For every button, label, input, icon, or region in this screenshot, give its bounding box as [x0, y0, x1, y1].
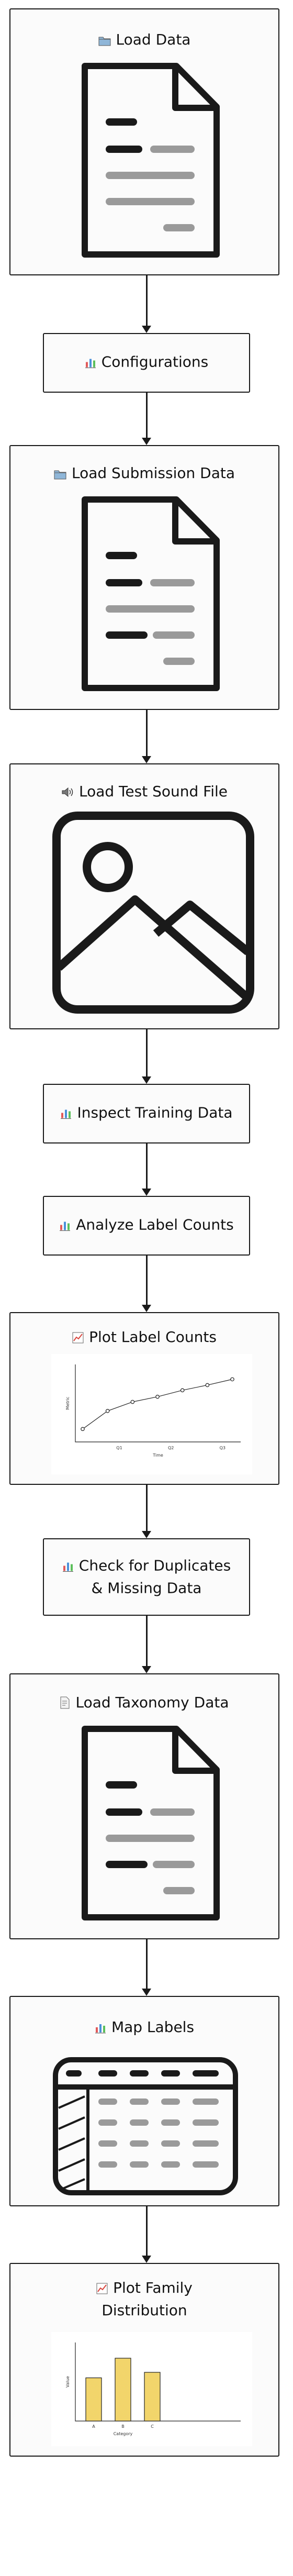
plot-family-line2: Distribution: [102, 2302, 187, 2319]
bar-chart-icon: [60, 1104, 72, 1125]
analyze-label-title: Analyze Label Counts: [44, 1215, 249, 1237]
line-chart-x-tick: Q2: [168, 1446, 174, 1450]
bar-chart-icon: [85, 353, 96, 374]
bar-chart-x-tick: A: [92, 2424, 95, 2429]
bar-chart-x-label: Category: [114, 2431, 133, 2436]
arrow-6: [142, 1256, 151, 1312]
image-placeholder-icon: [52, 812, 254, 1014]
inspect-training-node[interactable]: Inspect Training Data: [43, 1084, 250, 1143]
bar-chart-icon: [62, 1557, 74, 1578]
line-chart-point: [205, 1383, 210, 1387]
arrow-4: [142, 1029, 151, 1084]
document-illustration: [82, 63, 220, 258]
arrow-8: [142, 1616, 151, 1673]
line-chart-icon: [72, 1328, 84, 1349]
load-test-sound-node[interactable]: Load Test Sound File: [9, 763, 279, 1029]
speaker-icon: [61, 783, 74, 804]
line-chart-point: [130, 1400, 135, 1404]
map-labels-title: Map Labels: [10, 2017, 278, 2039]
load-data-node[interactable]: Load Data: [9, 8, 279, 275]
plot-family-title: Plot Family Distribution: [10, 2278, 278, 2321]
line-chart-point: [230, 1377, 234, 1382]
configurations-node[interactable]: Configurations: [43, 333, 250, 393]
bar-chart-y-label: Value: [65, 2376, 70, 2388]
analyze-label-node[interactable]: Analyze Label Counts: [43, 1196, 250, 1256]
plot-family-node[interactable]: Plot Family Distribution A B C Category Valu…: [9, 2263, 279, 2457]
bar-chart-bar: [85, 2377, 102, 2422]
document-icon: [60, 1694, 70, 1715]
line-chart-y-label: Metric: [65, 1397, 70, 1410]
map-labels-node[interactable]: Map Labels: [9, 1996, 279, 2206]
line-chart-icon: [96, 2279, 108, 2300]
bar-chart-icon: [95, 2018, 106, 2039]
bar-chart-bar: [144, 2372, 161, 2422]
check-duplicates-node[interactable]: Check for Duplicates & Missing Data: [43, 1538, 250, 1616]
line-chart-point: [105, 1409, 110, 1413]
plot-label-title: Plot Label Counts: [10, 1327, 278, 1349]
bar-chart-x-tick: C: [151, 2424, 154, 2429]
arrow-2: [142, 393, 151, 445]
arrow-9: [142, 1939, 151, 1996]
bar-chart-bar: [115, 2358, 131, 2422]
check-duplicates-line2: & Missing Data: [91, 1579, 202, 1597]
document-illustration: [82, 496, 220, 691]
plot-family-line1: Plot Family: [113, 2279, 193, 2296]
load-test-sound-title: Load Test Sound File: [10, 781, 278, 804]
folder-icon: [98, 31, 111, 52]
load-taxonomy-title: Load Taxonomy Data: [10, 1692, 278, 1715]
line-chart-point: [180, 1388, 185, 1393]
line-chart-series: [82, 1379, 233, 1429]
line-chart-x-tick: Q1: [116, 1446, 122, 1450]
line-chart-x-label: Time: [152, 1453, 163, 1458]
line-chart-point: [155, 1394, 160, 1399]
load-taxonomy-node[interactable]: Load Taxonomy Data: [9, 1673, 279, 1939]
check-duplicates-line1: Check for Duplicates: [78, 1557, 231, 1574]
bar-chart-icon: [59, 1216, 71, 1237]
load-submission-title: Load Submission Data: [10, 463, 278, 485]
arrow-10: [142, 2206, 151, 2263]
line-chart-axes: [75, 1364, 241, 1442]
arrow-1: [142, 275, 151, 333]
load-submission-node[interactable]: Load Submission Data: [9, 445, 279, 710]
bar-chart-x-tick: B: [121, 2424, 125, 2429]
bar-chart: A B C Category Value: [51, 2332, 252, 2446]
line-chart-x-tick: Q3: [220, 1446, 226, 1450]
folder-icon: [54, 464, 66, 485]
arrow-7: [142, 1485, 151, 1538]
load-data-title: Load Data: [10, 29, 278, 52]
bar-chart-axes: [75, 2342, 241, 2422]
table-illustration: [53, 2057, 238, 2195]
arrow-3: [142, 710, 151, 763]
configurations-title: Configurations: [44, 352, 249, 374]
check-duplicates-title: Check for Duplicates & Missing Data: [44, 1556, 249, 1599]
line-chart-point: [81, 1427, 85, 1431]
inspect-training-title: Inspect Training Data: [44, 1103, 249, 1125]
document-illustration: [82, 1726, 220, 1920]
arrow-5: [142, 1143, 151, 1196]
